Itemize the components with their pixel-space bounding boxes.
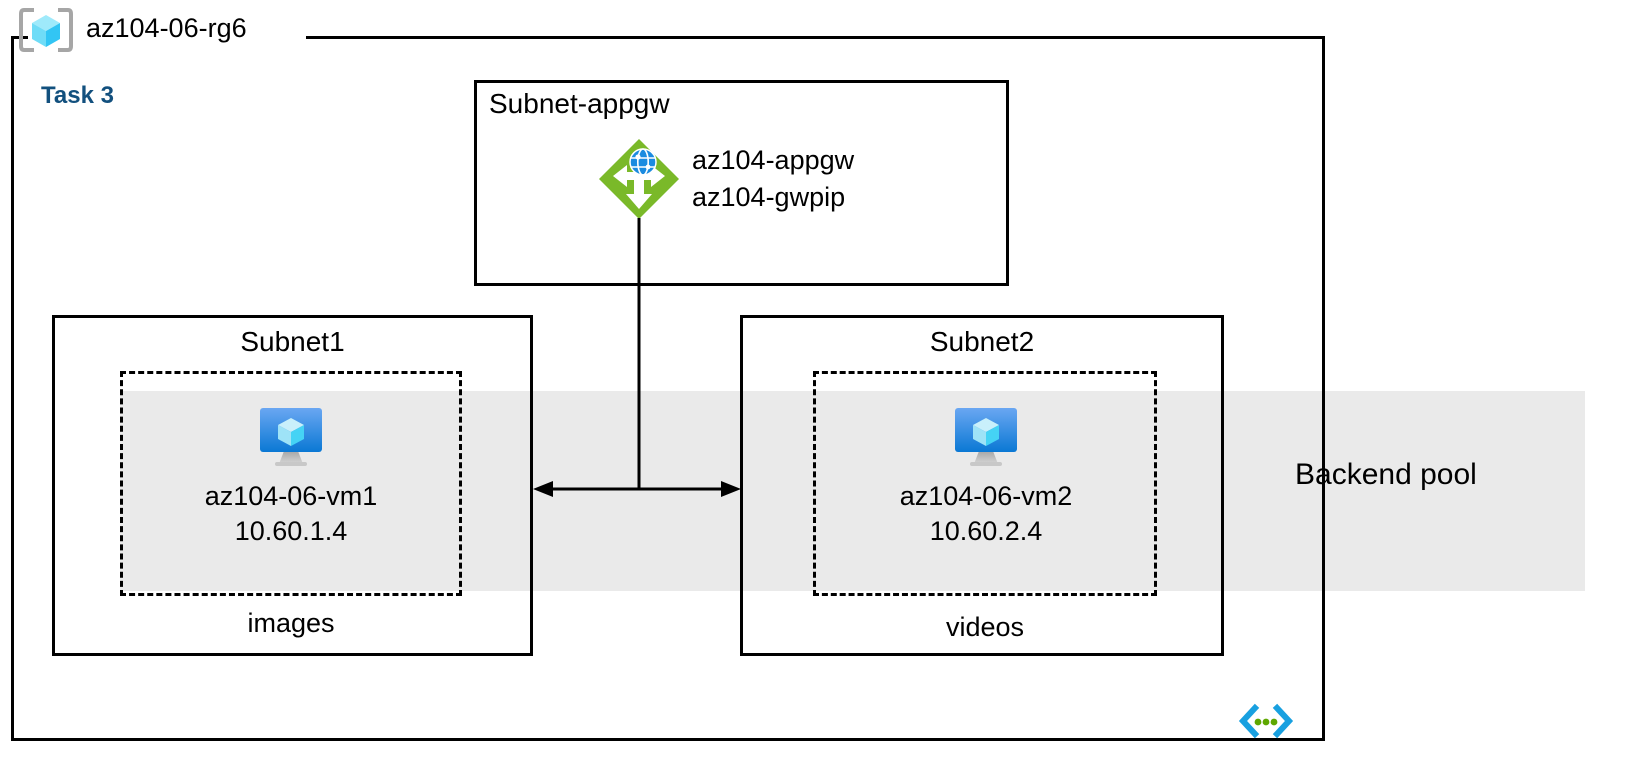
resource-group-cube-icon	[19, 8, 73, 52]
subnet-appgw-title: Subnet-appgw	[489, 88, 670, 119]
badge-dot-2	[1262, 718, 1270, 726]
subnet2-container-caption: videos	[945, 612, 1025, 642]
vm1-node: az104-06-vm1 10.60.1.4	[158, 399, 424, 549]
badge-dot-1	[1254, 718, 1262, 726]
subnet1-container-caption: images	[247, 608, 335, 638]
vm2-node: az104-06-vm2 10.60.2.4	[853, 399, 1119, 549]
virtual-machine-icon	[260, 408, 322, 466]
virtual-machine-icon	[955, 408, 1017, 466]
backend-pool-band	[120, 391, 1585, 591]
subnet2-boundary	[740, 315, 1224, 656]
vm2-name: az104-06-vm2	[899, 481, 1073, 511]
subnet1-title: Subnet1	[240, 326, 345, 357]
vm1-name: az104-06-vm1	[204, 481, 378, 511]
subnet2-title: Subnet2	[929, 326, 1035, 357]
application-gateway-labels: az104-appgw az104-gwpip	[692, 142, 854, 216]
application-gateway-icon	[599, 139, 679, 219]
subnet2-dashed-scope	[813, 371, 1157, 596]
backend-pool-label: Backend pool	[1295, 458, 1477, 491]
subnet1-dashed-scope	[120, 371, 462, 596]
code-brackets-badge-icon	[1238, 703, 1294, 739]
resource-group-boundary	[11, 36, 1325, 741]
task-label: Task 3	[41, 82, 114, 109]
vm1-ip-address: 10.60.1.4	[234, 516, 348, 546]
vm2-ip-address: 10.60.2.4	[929, 516, 1043, 546]
appgw-resource-name: az104-appgw	[692, 145, 855, 175]
resource-group-label-notch	[28, 27, 306, 47]
resource-group-name: az104-06-rg6	[86, 13, 247, 43]
application-gateway-node: az104-appgw az104-gwpip	[596, 136, 854, 222]
subnet1-boundary	[52, 315, 533, 656]
subnet-appgw-boundary	[474, 80, 1009, 286]
appgw-public-ip-name: az104-gwpip	[692, 182, 846, 212]
badge-dot-3	[1270, 718, 1278, 726]
